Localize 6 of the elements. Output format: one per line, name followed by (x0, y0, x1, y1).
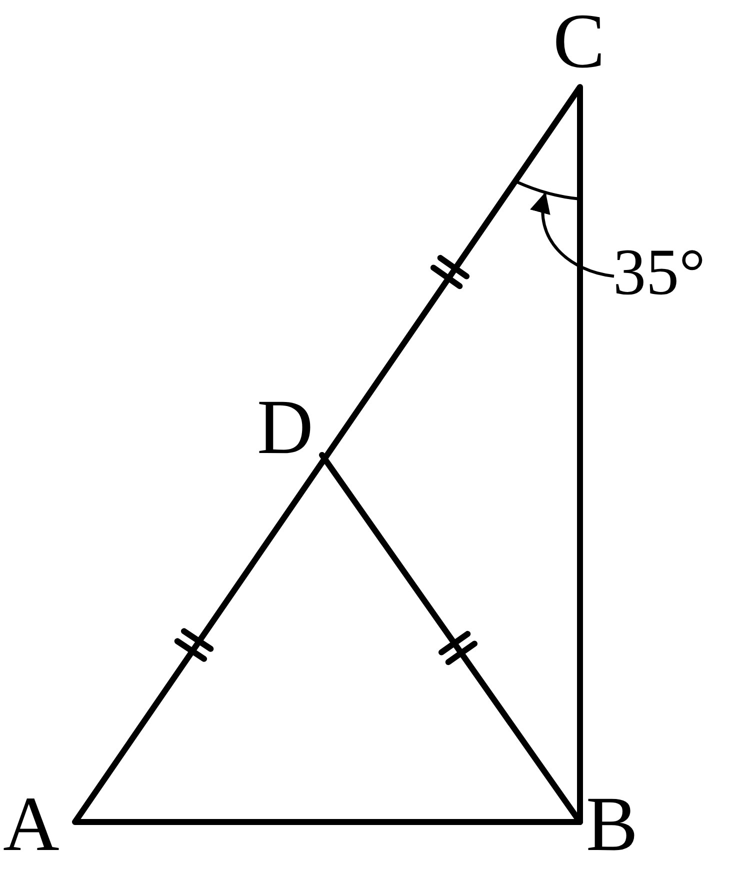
vertex-label: D (257, 388, 314, 466)
vertex-label: A (3, 785, 60, 863)
vertex-label: B (586, 785, 638, 863)
leader-arrow (531, 192, 614, 278)
angle-label: 35° (613, 240, 706, 306)
vertex-label: C (553, 2, 606, 80)
